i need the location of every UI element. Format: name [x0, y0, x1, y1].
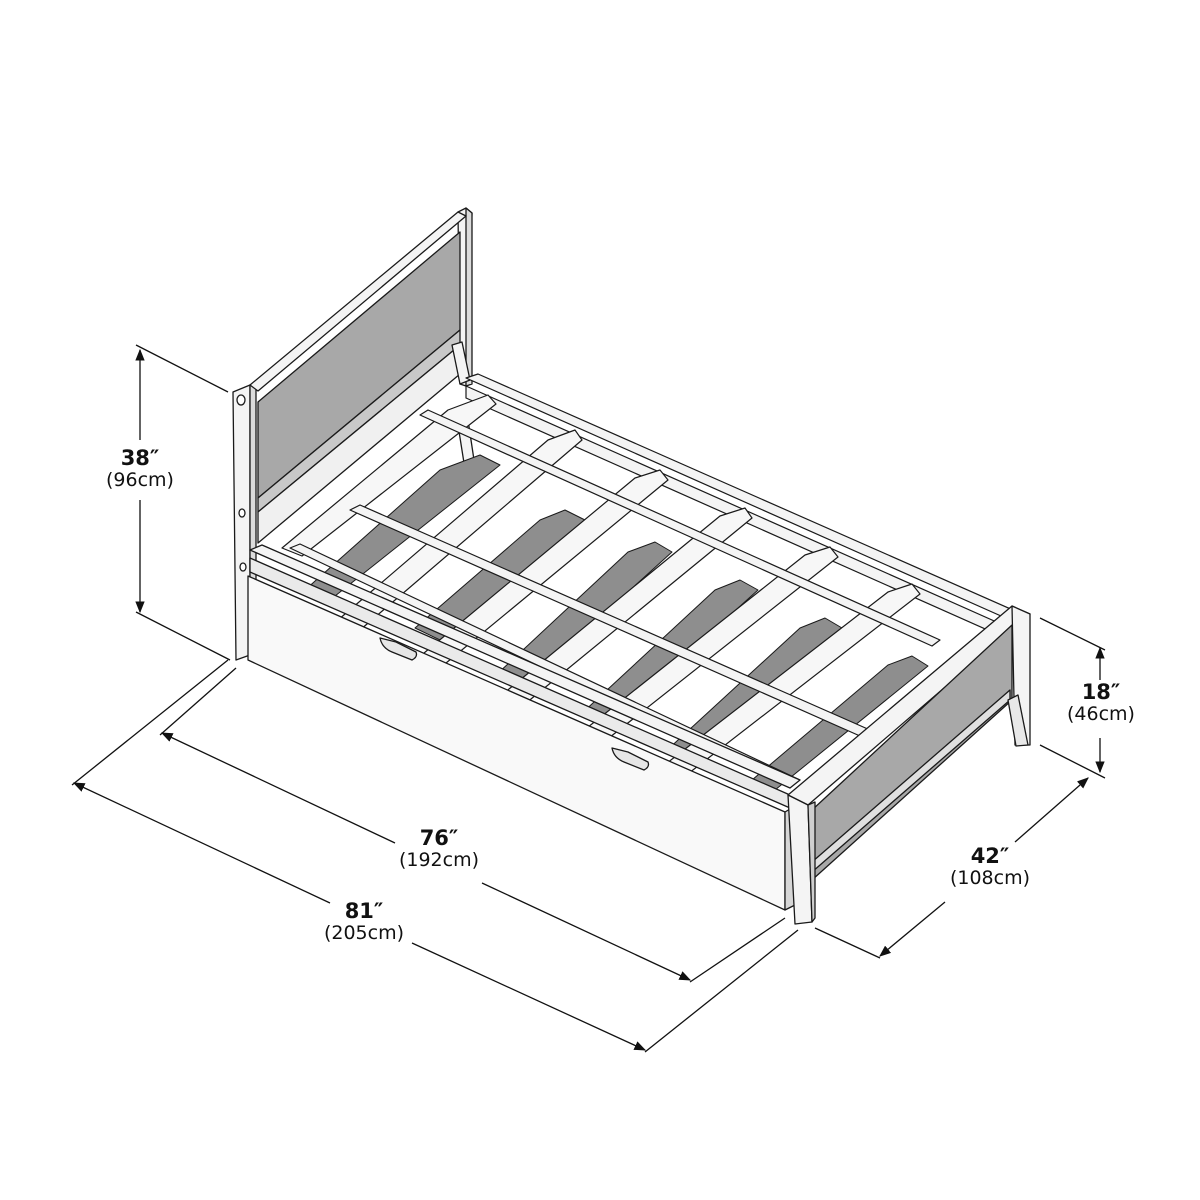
- width-label: 42″ (108cm): [935, 844, 1045, 890]
- overall-length-label: 81″ (205cm): [310, 899, 418, 945]
- footboard: [787, 605, 1031, 925]
- overall-length-inches: 81″: [344, 899, 384, 923]
- width-inches: 42″: [970, 844, 1010, 868]
- width-cm: (108cm): [949, 867, 1031, 890]
- inner-length-inches: 76″: [419, 826, 459, 850]
- drawer-handle-right: [611, 747, 650, 771]
- drawer-handle-left: [379, 637, 418, 661]
- headboard-height-inches: 38″: [120, 446, 160, 470]
- slat: [417, 469, 669, 669]
- footboard-height-label: 18″ (46cm): [1055, 680, 1147, 726]
- bed-slats: [281, 394, 921, 781]
- slat: [337, 429, 583, 631]
- headboard: [232, 207, 475, 661]
- headboard-height-label: 38″ (96cm): [90, 446, 190, 492]
- inner-length-label: 76″ (192cm): [386, 826, 492, 872]
- footboard-height-inches: 18″: [1081, 680, 1121, 704]
- headboard-height-cm: (96cm): [106, 469, 174, 492]
- inner-length-cm: (192cm): [398, 849, 480, 872]
- width-arrow: [879, 901, 946, 957]
- slat: [281, 394, 497, 557]
- overall-length-cm: (205cm): [323, 922, 405, 945]
- inner-length-arrow: [160, 732, 396, 844]
- footboard-height-cm: (46cm): [1067, 703, 1135, 726]
- overall-length-arrow: [72, 782, 331, 904]
- dimension-lines: [71, 344, 1106, 1053]
